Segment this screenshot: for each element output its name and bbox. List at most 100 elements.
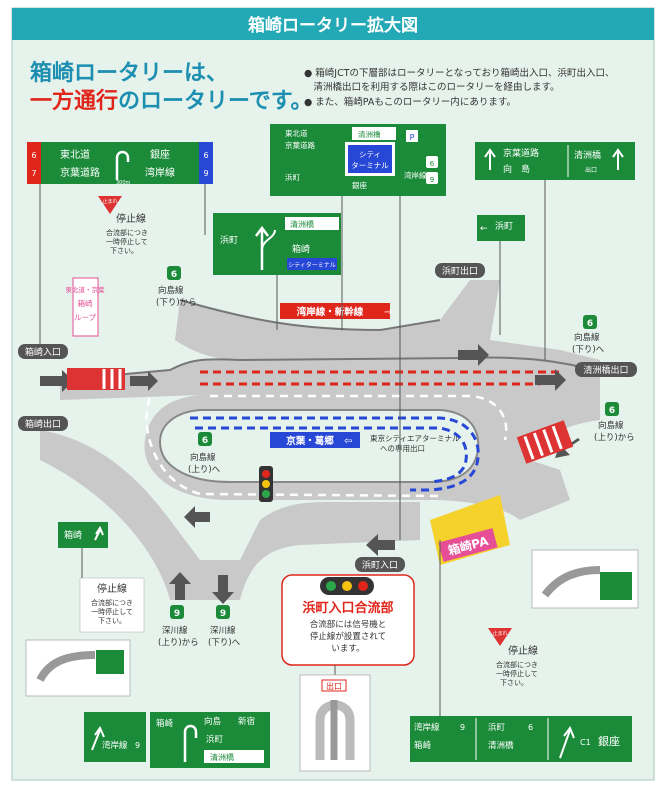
sign-tc-d: シティ (359, 150, 381, 159)
sign-middle: 浜町 清洲橋 箱崎 シティターミナル (213, 213, 341, 275)
sign-tl-d: 湾岸線 (145, 166, 175, 179)
sign-mid-b: 浜町 (220, 235, 238, 246)
stop-bl-l1: 合流部につき (91, 598, 133, 607)
sign-mid-c: 箱崎 (292, 243, 310, 255)
sign-hamacho-text: 浜町 (495, 221, 513, 232)
mukoujima-down-to-2: (下り)へ (572, 345, 605, 355)
sign-tr-d: 出口 (585, 166, 597, 174)
sign-bottom-left: 湾岸線 9 (84, 712, 146, 762)
shield-9-a: 9 (174, 609, 180, 619)
label-kiyosu-out: 清洲橋出口 (583, 364, 628, 376)
mukoujima-down-from-1: 向島線 (158, 285, 184, 296)
sign-br-n3: C1 (580, 738, 591, 747)
sign-tl-b: 京葉道路 (60, 166, 100, 179)
shield-6-d: 6 (202, 436, 208, 446)
sign-tl-r1: 6 (31, 151, 36, 160)
mukoujima-up-to-1: 向島線 (190, 452, 216, 463)
note-3: ● また、箱崎PAもこのロータリー内にあります。 (304, 96, 516, 108)
sign-tl-a: 東北道 (60, 148, 90, 161)
sign-tc-b: 京葉道路 (285, 140, 315, 150)
white-lane-line (145, 397, 441, 498)
stop-bl-l3: 下さい。 (98, 617, 126, 625)
hakozaki-loop-box (72, 277, 99, 337)
stop-br-tag: 止まれ (492, 630, 507, 637)
route-text: 向島線(下り)から 向島線(下り)へ 向島線(上り)から 向島線(上り)へ 深川… (156, 285, 635, 648)
label-hamacho-out: 浜町出口 (442, 265, 478, 277)
sign-tc-n2: 9 (430, 176, 434, 184)
heading-rest: のロータリーです。 (118, 89, 312, 114)
sign-bc-d: 浜町 (206, 734, 224, 745)
fukagawa-down-1: 深川線 (210, 625, 236, 636)
shield-6-c: 6 (609, 406, 615, 416)
blue-band-arrow: ⇦ (344, 436, 352, 447)
fukagawa-up-1: 深川線 (162, 625, 188, 636)
sign-tc-a: 東北道 (285, 128, 308, 138)
merge-l1: 合流部には信号機と (310, 619, 387, 630)
sign-hakozaki-small: 箱崎 (58, 522, 108, 548)
note-2: 清洲橋出口を利用する際はこのロータリーを経由します。 (304, 81, 560, 93)
blue-band-text: 京葉・葛郷 (286, 435, 334, 447)
city-terminal-1: 東京シティエアターミナル (370, 433, 460, 443)
heading-red: 一方通行 (30, 88, 118, 114)
stop-br-l1: 合流部につき (496, 660, 538, 669)
route-shields: 6 6 6 6 9 9 (167, 266, 619, 619)
sign-hamacho-exit: ← 浜町 (477, 215, 525, 241)
blue-lane-line (190, 416, 480, 492)
crosswalk-right-stripes (523, 425, 563, 460)
label-hakozaki-in: 箱崎入口 (25, 346, 61, 358)
sign-tc-n1: 6 (430, 160, 435, 168)
stop-tl-title: 停止線 (116, 212, 146, 225)
signal-green-icon (262, 490, 270, 498)
stop-br-l2: 一時停止して (496, 669, 538, 678)
hakozaki-loop-text2: 箱崎 (78, 298, 93, 308)
sign-br-b: 箱崎 (414, 740, 432, 751)
shield-6-a: 6 (171, 270, 177, 280)
label-hakozaki-out: 箱崎出口 (25, 418, 61, 430)
thumbnail-left (25, 639, 131, 697)
sign-br-c: 浜町 (488, 722, 506, 733)
sign-mid-d: シティターミナル (288, 261, 336, 269)
stop-bl-title: 停止線 (97, 582, 127, 595)
red-band-arrow: → (384, 307, 392, 318)
fukagawa-up-2: (上り)から (158, 638, 199, 648)
sign-tl-c: 銀座 (150, 148, 170, 161)
merge-title: 浜町入口合流部 (302, 600, 393, 616)
stop-tl-l2: 一時停止して (106, 237, 148, 246)
stop-br-title: 停止線 (508, 644, 538, 657)
mukoujima-down-from-2: (下り)から (156, 298, 197, 308)
mukoujima-up-to-2: (上り)へ (188, 465, 221, 475)
stop-sign-bottom-left: 停止線 合流部につき 一時停止して 下さい。 (79, 577, 145, 633)
sign-tl-e: 6 (203, 151, 208, 160)
signal-red-icon (262, 470, 270, 478)
label-hamacho-in: 浜町入口 (362, 560, 398, 571)
sign-bc-e: 清洲橋 (210, 752, 234, 762)
stop-sign-top-left: 止まれ 停止線 合流部につき 一時停止して 下さい。 (98, 196, 148, 255)
stop-bl-l2: 一時停止して (91, 607, 133, 616)
merge-l2: 停止線が設置されて (310, 631, 386, 642)
blue-lane-line-2 (195, 426, 468, 484)
fukagawa-down-2: (下り)へ (208, 638, 241, 648)
sign-tc-c: 清洲橋 (358, 129, 381, 139)
sign-br-n: 9 (460, 723, 465, 732)
sign-bottom-center: 箱崎 向島 新宿 浜町 清洲橋 (150, 712, 270, 768)
note-1: ● 箱崎JCTの下層部はロータリーとなっており箱崎出入口、浜町出入口、 (304, 67, 615, 79)
sign-bl-b: 9 (135, 741, 140, 750)
sign-tc-g: 銀座 (352, 180, 367, 190)
city-terminal-2: への専用出口 (380, 443, 425, 453)
direction-arrows (40, 344, 580, 604)
svg-text:←: ← (480, 224, 488, 234)
sign-br-d: 清洲橋 (488, 740, 514, 751)
sign-top-left: 6 7 東北道 京葉道路 銀座 湾岸線 6 9 300m (27, 142, 213, 186)
sign-tr-a: 京葉道路 (503, 147, 539, 159)
mukoujima-down-to-1: 向島線 (574, 332, 600, 343)
sign-tr-c: 清洲橋 (574, 149, 601, 161)
sign-bc-c: 新宿 (238, 716, 255, 727)
sign-bc-b: 向島 (204, 716, 222, 727)
red-band (280, 303, 390, 319)
sign-hakozaki-text: 箱崎 (64, 529, 82, 541)
thumbnail-right (531, 549, 639, 609)
sign-top-center: シティ ターミナル 東北道 京葉道路 清洲橋 P 浜町 銀座 湾岸線 6 9 (270, 124, 446, 196)
signal-yellow-icon (262, 480, 270, 488)
hakozaki-loop-text3: ループ (74, 313, 97, 322)
stop-br-l3: 下さい。 (500, 679, 528, 687)
